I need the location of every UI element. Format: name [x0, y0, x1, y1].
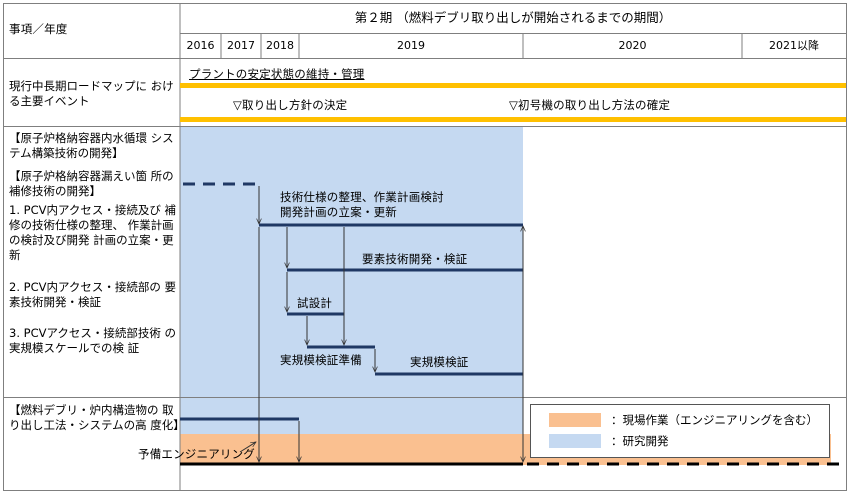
year-2017: 2017 [227, 39, 255, 52]
task-label-verify: 実規模検証 [410, 355, 469, 369]
task-label-element: 要素技術開発・検証 [362, 252, 468, 266]
year-2019: 2019 [397, 39, 425, 52]
roadmap-bar-text: プラントの安定状態の維持・管理 [189, 67, 365, 81]
legend-swatch-field [549, 413, 601, 427]
legend-swatch-research [549, 434, 601, 448]
year-2016: 2016 [186, 39, 215, 52]
milestone-policy: ▽取り出し方針の決定 [233, 98, 348, 112]
section-item-2: 2. PCV内アクセス・接続部の 要素技術開発・検証 [9, 280, 177, 309]
roadmap-bar-top [180, 83, 846, 88]
task-label-spec-1: 技術仕様の整理、作業計画検討 [280, 190, 444, 204]
year-2021-later: 2021以降 [769, 39, 819, 52]
corner-label: 事項／年度 [9, 22, 68, 36]
section-item-3: 3. PCVアクセス・接続部技術 の実規模スケールでの検 証 [9, 326, 177, 355]
task-label-spec-2: 開発計画の立案・更新 [280, 205, 397, 219]
legend-research: ：研究開発 [611, 434, 669, 448]
task-label-prep: 実規模検証準備 [280, 353, 362, 367]
table-frame [3, 3, 847, 491]
section-debris-retrieval: 【燃料デブリ・炉内構造物の 取り出し工法・システムの高 度化】 [9, 403, 185, 432]
task-label-engineering: 予備エンジニアリング [138, 447, 255, 461]
period-title: 第２期 （燃料デブリ取り出しが開始されるまでの期間） [354, 10, 672, 25]
legend-field-work: ：現場作業（エンジニアリングを含む） [611, 413, 818, 427]
section-item-1: 1. PCV内アクセス・接続及び 補修の技術仕様の整理、 作業計画の検討及び開発… [9, 203, 177, 262]
task-label-trial: 試設計 [297, 296, 333, 310]
legend: ：現場作業（エンジニアリングを含む） ：研究開発 [530, 404, 830, 458]
roadmap-bar-bottom [180, 117, 846, 122]
research-area [180, 126, 523, 465]
section-leak-repair: 【原子炉格納容器漏えい箇 所の補修技術の開発】 [9, 169, 174, 198]
year-2018: 2018 [266, 39, 294, 52]
roadmap-row-label: 現行中長期ロードマップに おける主要イベント [9, 79, 174, 108]
milestone-method: ▽初号機の取り出し方法の確定 [509, 98, 671, 112]
section-water-circulation: 【原子炉格納容器内水循環 システム構築技術の開発】 [9, 131, 174, 160]
year-2020: 2020 [618, 39, 647, 52]
